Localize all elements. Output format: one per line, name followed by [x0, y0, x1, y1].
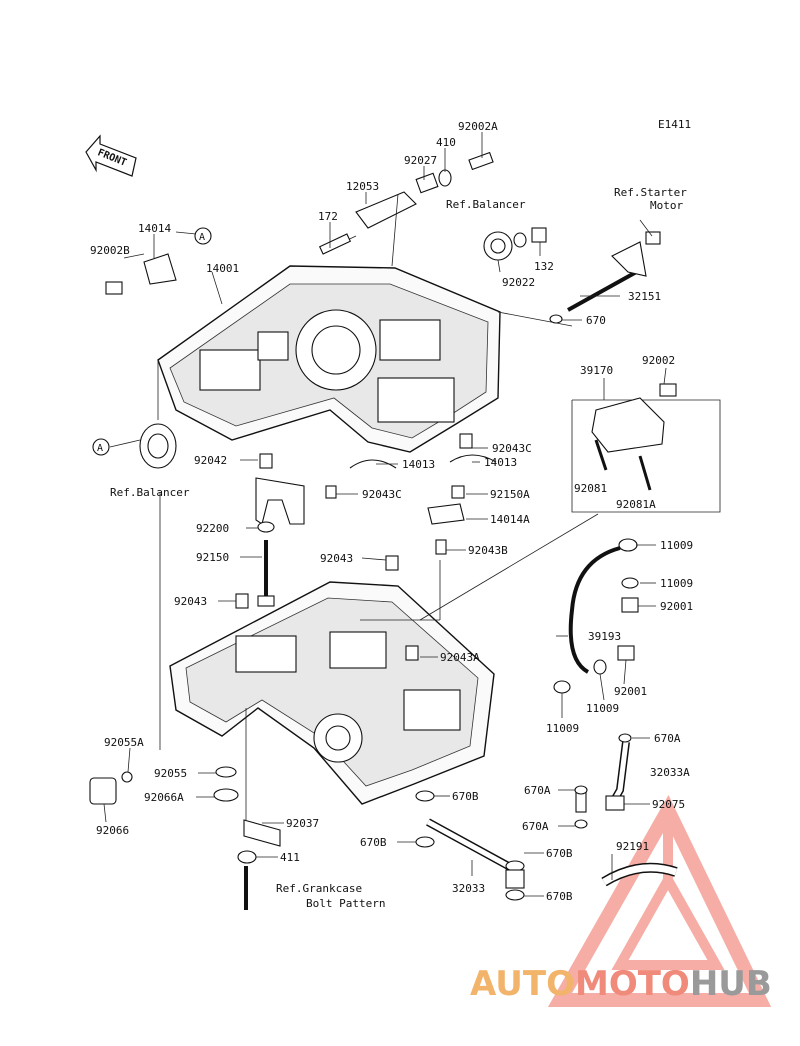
label-14013-left: 14013	[402, 458, 435, 471]
label-132: 132	[534, 260, 554, 273]
label-92043C-upper: 92043C	[492, 442, 532, 455]
label-12053: 12053	[346, 180, 379, 193]
label-92043-left: 92043	[174, 595, 207, 608]
bracket-14014	[105, 227, 212, 295]
label-670A-mid: 670A	[524, 784, 551, 797]
label-92037: 92037	[286, 817, 319, 830]
label-92075: 92075	[652, 798, 685, 811]
label-bolt-pattern: Bolt Pattern	[306, 897, 385, 910]
label-92027: 92027	[404, 154, 437, 167]
label-670B-bottom: 670B	[546, 890, 573, 903]
label-670A-top: 670A	[654, 732, 681, 745]
upper-hardware	[318, 151, 494, 255]
bearings-and-dowels	[259, 433, 497, 571]
label-92002A: 92002A	[458, 120, 498, 133]
label-92001-bottom: 92001	[614, 685, 647, 698]
label-motor: Motor	[650, 199, 683, 212]
label-92200: 92200	[196, 522, 229, 535]
label-92002B: 92002B	[90, 244, 130, 257]
label-ref-crankcase: Ref.Grankcase	[276, 882, 362, 895]
oil-pipes-32033	[415, 733, 678, 901]
label-670: 670	[586, 314, 606, 327]
label-92042: 92042	[194, 454, 227, 467]
label-14001: 14001	[206, 262, 239, 275]
label-ref-starter: Ref.Starter	[614, 186, 687, 199]
label-11009-low: 11009	[546, 722, 579, 735]
label-92150A: 92150A	[490, 488, 530, 501]
label-92043C-lower: 92043C	[362, 488, 402, 501]
drain-plug-parts	[89, 766, 281, 910]
label-670B-right: 670B	[546, 847, 573, 860]
svg-text:AUTOMOTOHUB: AUTOMOTOHUB	[470, 964, 772, 1004]
label-92191: 92191	[616, 840, 649, 853]
balancer-bearing-upper	[483, 227, 547, 261]
label-32033A: 32033A	[650, 766, 690, 779]
label-92043B: 92043B	[468, 544, 508, 557]
label-92001-top: 92001	[660, 600, 693, 613]
front-arrow-icon: FRONT	[85, 134, 137, 177]
label-32151: 32151	[628, 290, 661, 303]
label-32033: 32033	[452, 882, 485, 895]
label-92002: 92002	[642, 354, 675, 367]
label-ref-balancer-left: Ref.Balancer	[110, 486, 190, 499]
label-411: 411	[280, 851, 300, 864]
label-14014A: 14014A	[490, 513, 530, 526]
label-670B-left: 670B	[360, 836, 387, 849]
label-92055: 92055	[154, 767, 187, 780]
label-ref-balancer-upper: Ref.Balancer	[446, 198, 526, 211]
label-92081: 92081	[574, 482, 607, 495]
label-92043-mid: 92043	[320, 552, 353, 565]
watermark-moto: MOTO	[575, 964, 690, 1004]
label-39193: 39193	[588, 630, 621, 643]
watermark-logo: AUTOMOTOHUB	[470, 964, 772, 1004]
label-92066: 92066	[96, 824, 129, 837]
part-labels: E1411 92002A 410 92027 12053 172 Ref.Bal…	[90, 118, 693, 910]
label-670B-top: 670B	[452, 790, 479, 803]
label-92066A: 92066A	[144, 791, 184, 804]
label-11009-top: 11009	[660, 539, 693, 552]
label-172: 172	[318, 210, 338, 223]
watermark-hub: HUB	[690, 964, 772, 1004]
upper-crankcase	[157, 265, 501, 453]
diagram-code: E1411	[658, 118, 691, 131]
breather-assembly-39170	[571, 383, 721, 513]
label-92081A: 92081A	[616, 498, 656, 511]
label-92043A: 92043A	[440, 651, 480, 664]
label-670A-low: 670A	[522, 820, 549, 833]
label-11009-mid: 11009	[586, 702, 619, 715]
main-bearing-cap	[235, 477, 305, 609]
lower-crankcase	[169, 581, 495, 805]
watermark-auto: AUTO	[470, 964, 575, 1004]
balancer-bearing-left	[92, 423, 177, 469]
starter-rod	[549, 231, 661, 324]
leader-lines	[103, 132, 667, 897]
label-92022: 92022	[502, 276, 535, 289]
label-92055A: 92055A	[104, 736, 144, 749]
label-A-left: A	[97, 443, 103, 454]
label-A-top: A	[199, 232, 205, 243]
label-92150: 92150	[196, 551, 229, 564]
label-39170: 39170	[580, 364, 613, 377]
label-11009-second: 11009	[660, 577, 693, 590]
label-14014: 14014	[138, 222, 171, 235]
label-14013-right: 14013	[484, 456, 517, 469]
label-410: 410	[436, 136, 456, 149]
